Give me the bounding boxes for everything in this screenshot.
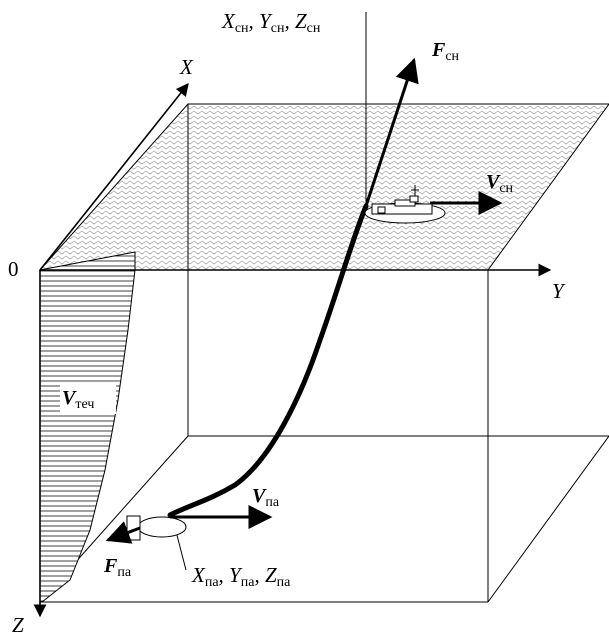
vessel-velocity-label: Vсн <box>486 171 514 196</box>
apparatus-force-label: Fпа <box>103 555 132 580</box>
water-surface <box>38 103 609 271</box>
support-vessel <box>364 185 446 224</box>
current-label-bg <box>60 384 116 414</box>
coordinate-axes <box>33 82 552 618</box>
x-axis-label: X <box>179 55 194 79</box>
vessel-coords-label: Xсн, Yсн, Zсн <box>221 9 321 36</box>
current-velocity-label: Vтеч <box>62 387 94 412</box>
x-axis <box>39 82 189 271</box>
apparatus-coords-label: Xпа, Yпа, Zпа <box>191 563 291 590</box>
vessel-force-label: Fсн <box>431 39 460 64</box>
current-profile <box>39 251 136 603</box>
y-axis-label: Y <box>552 279 566 303</box>
vessel-force-arrow <box>364 57 419 207</box>
origin-label: 0 <box>8 257 19 281</box>
apparatus-force-arrow <box>105 521 141 544</box>
tow-cable <box>167 203 369 518</box>
apparatus-velocity-label: Vпа <box>252 485 280 510</box>
z-axis-label: Z <box>12 613 24 636</box>
